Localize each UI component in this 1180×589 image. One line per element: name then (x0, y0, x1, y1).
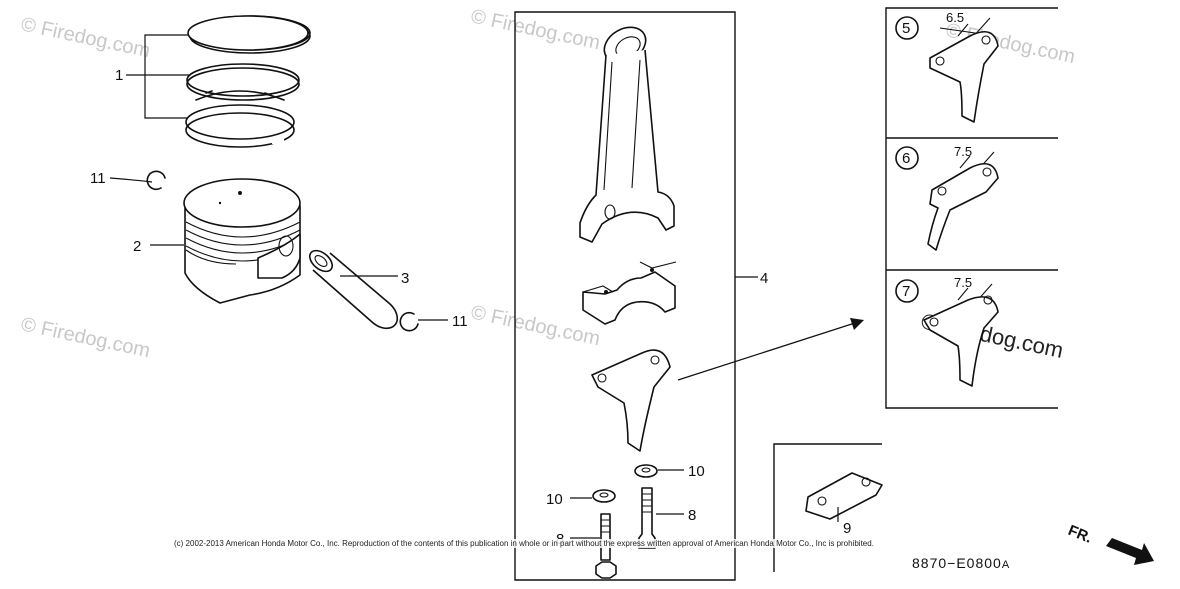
callout-4: 4 (760, 270, 768, 287)
callout-3: 3 (401, 270, 409, 287)
oil-dipper[interactable] (591, 349, 671, 452)
callout-11-left: 11 (90, 170, 106, 187)
connecting-rod[interactable] (579, 20, 675, 243)
callout-7-circle (895, 279, 919, 303)
drawing-number-main: 8870−E0800 (912, 555, 1002, 571)
callout-2: 2 (133, 238, 141, 255)
rod-bolt-left[interactable] (595, 513, 617, 579)
rod-washer-left[interactable] (592, 489, 616, 503)
callout-6: 6 (902, 150, 910, 167)
watermark: © Firedog.com (19, 313, 152, 362)
callout-9: 9 (843, 520, 851, 537)
piston-ring-set[interactable] (185, 15, 311, 148)
rod-bolt-right[interactable] (638, 487, 656, 549)
callout-11-right: 11 (452, 313, 468, 330)
oil-dipper-variant-5[interactable] (929, 30, 999, 123)
drawing-number: 8870−E0800A (912, 555, 1010, 571)
piston-pin[interactable] (306, 247, 399, 330)
dipper-variants-frame (885, 7, 1058, 409)
oil-dipper-variant-7[interactable] (923, 295, 999, 387)
rod-washer-right[interactable] (634, 464, 658, 478)
callout-5: 5 (902, 20, 910, 37)
leader-line (126, 34, 190, 119)
dimension-7: 7.5 (954, 275, 972, 290)
dipper-variants-divider (886, 137, 1058, 271)
callout-8-right: 8 (688, 507, 696, 524)
callout-6-circle (895, 146, 919, 170)
watermark: © Firedog.com (469, 301, 602, 350)
pointer-arrow-line (677, 321, 859, 381)
callout-5-circle (895, 16, 919, 40)
piston[interactable] (183, 178, 301, 304)
oil-dipper-variant-6[interactable] (927, 162, 999, 251)
drawing-number-suffix: A (1001, 559, 1011, 571)
copyright-notice: (c) 2002-2013 American Honda Motor Co., … (174, 539, 874, 548)
front-arrow-icon (1106, 538, 1154, 565)
lock-plate[interactable] (805, 472, 883, 520)
rod-assembly-frame (514, 11, 736, 581)
piston-pin-clip-right[interactable] (399, 311, 419, 332)
callout-10-right: 10 (688, 463, 705, 480)
callout-7: 7 (902, 283, 910, 300)
piston-pin-clip-left[interactable] (146, 170, 166, 191)
pointer-arrowhead (850, 318, 864, 330)
dimension-6: 7.5 (954, 144, 972, 159)
callout-1: 1 (115, 67, 123, 84)
watermark: © Firedog.com (19, 13, 152, 62)
leader-line (109, 177, 153, 183)
dimension-5: 6.5 (946, 10, 964, 25)
connecting-rod-cap[interactable] (582, 261, 677, 325)
lock-plate-frame (773, 443, 882, 572)
callout-10-left: 10 (546, 491, 563, 508)
